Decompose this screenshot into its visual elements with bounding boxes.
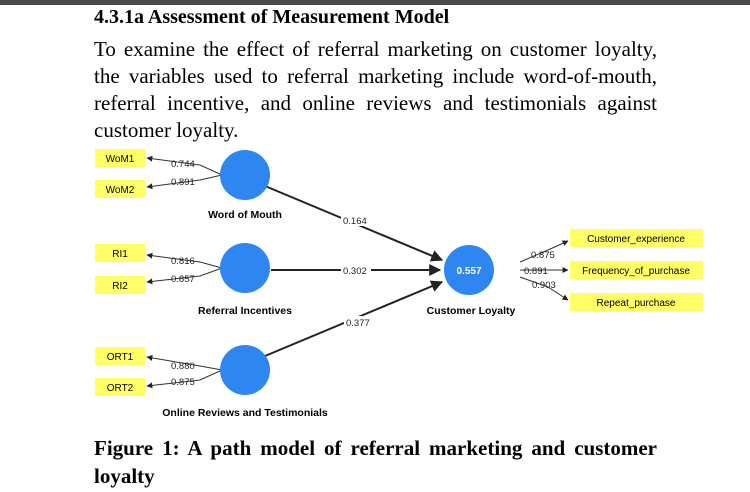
ri-construct	[220, 243, 270, 293]
wom1-loading: 0.744	[171, 159, 195, 170]
ri2-loading: 0.857	[171, 274, 195, 285]
wom-label: Word of Mouth	[208, 209, 282, 221]
wom2-indicator: WoM2	[95, 180, 145, 198]
ri1-loading: 0.816	[171, 256, 195, 267]
ort1-loading-line	[146, 354, 223, 371]
ort-label: Online Reviews and Testimonials	[162, 407, 328, 419]
top-border	[0, 0, 750, 5]
rp-loading-line	[519, 276, 569, 301]
ort2-loading: 0.875	[171, 377, 195, 388]
fp-indicator: Frequency_of_purchase	[570, 261, 703, 279]
cx-loading-line	[519, 240, 569, 263]
wom-cl-coefficient: 0.164	[343, 216, 367, 227]
rp-label: Repeat_purchase	[597, 298, 676, 309]
ort2-loading-line	[146, 369, 223, 389]
rp-loading: 0.903	[532, 280, 556, 291]
ri2-loading-line	[146, 267, 223, 285]
cl-r2-value: 0.557	[456, 266, 481, 277]
ri-cl-coefficient: 0.302	[343, 266, 367, 277]
ri-label: Referral Incentives	[198, 305, 292, 317]
ri1-label: RI1	[112, 249, 128, 260]
ort1-indicator: ORT1	[95, 347, 145, 365]
wom-construct	[220, 150, 270, 200]
ort-cl-coefficient: 0.377	[346, 318, 370, 329]
rp-indicator: Repeat_purchase	[570, 293, 703, 311]
fp-loading: 0.891	[524, 266, 548, 277]
fp-label: Frequency_of_purchase	[582, 266, 690, 277]
wom2-label: WoM2	[106, 185, 135, 196]
section-heading: 4.3.1a Assessment of Measurement Model	[94, 6, 450, 28]
ri2-label: RI2	[112, 281, 128, 292]
ort2-label: ORT2	[107, 383, 134, 394]
wom1-indicator: WoM1	[95, 149, 145, 167]
cx-label: Customer_experience	[587, 234, 685, 245]
cx-indicator: Customer_experience	[570, 229, 703, 247]
intro-paragraph: To examine the effect of referral market…	[94, 37, 657, 142]
ri1-loading-line	[146, 252, 223, 269]
figure-caption: Figure 1: A path model of referral marke…	[94, 436, 657, 488]
ort2-indicator: ORT2	[95, 378, 145, 396]
ort1-label: ORT1	[107, 352, 134, 363]
loading-lines	[146, 155, 569, 389]
cl-label: Customer Loyalty	[427, 305, 516, 317]
cx-loading: 0.875	[531, 250, 555, 261]
wom1-loading-line	[146, 155, 223, 176]
wom2-loading-line	[146, 174, 223, 190]
ort-construct	[220, 345, 270, 395]
ri2-indicator: RI2	[95, 276, 145, 294]
wom1-label: WoM1	[106, 154, 135, 165]
ri1-indicator: RI1	[95, 244, 145, 262]
ort1-loading: 0.880	[171, 361, 195, 372]
wom2-loading: 0.891	[171, 177, 195, 188]
cl-construct	[444, 245, 494, 295]
